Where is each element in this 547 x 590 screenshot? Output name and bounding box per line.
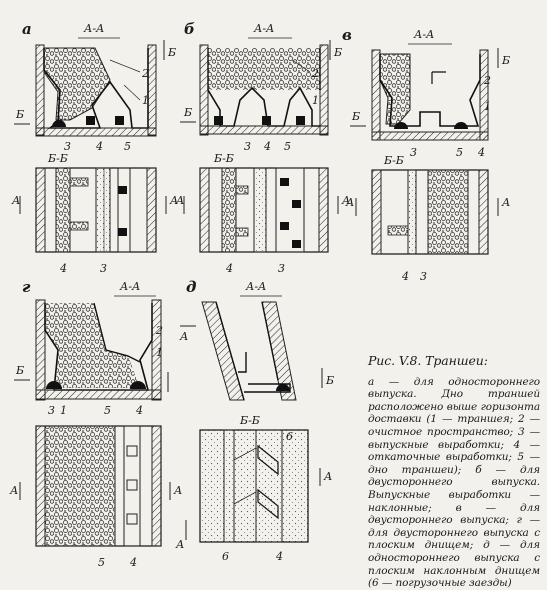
cut-mark-side: Б: [15, 108, 24, 121]
panel-letter-d: д: [186, 278, 196, 296]
section-label-a-top: А-А: [83, 22, 104, 35]
callout: 3: [48, 404, 55, 417]
callout: 4: [135, 404, 143, 417]
callout: 2: [141, 67, 149, 80]
callout: 3: [100, 262, 107, 275]
section-label-v-top: А-А: [413, 28, 434, 41]
panel-v: в А-А 2 1 3 5 4 Б Б Б-Б А А 4 3: [342, 26, 510, 283]
callout: 3: [410, 146, 417, 159]
callout: 2: [311, 67, 319, 80]
callout: 5: [98, 556, 105, 569]
cut-mark-side: Б: [351, 110, 360, 123]
section-label-g-top: А-А: [119, 280, 140, 293]
broken-ore: [379, 53, 411, 125]
section-label-v-bottom: Б-Б: [383, 154, 404, 167]
callout: 4: [477, 146, 485, 159]
callout: 4: [95, 140, 103, 153]
callout: 2: [483, 74, 491, 87]
trench-figure: а А-А 2 1 3 4 5 Б Б Б-Б: [9, 20, 510, 569]
cut-mark-top: Б: [501, 54, 510, 67]
section-label-a-bottom: Б-Б: [47, 152, 68, 165]
section-label-d-bottom: Б-Б: [239, 414, 260, 427]
callout: 1: [60, 404, 67, 417]
panel-letter-g: г: [22, 278, 31, 296]
panel-letter-v: в: [342, 26, 352, 44]
rock-wall-right: [147, 44, 157, 136]
trench-outline: [379, 54, 481, 127]
callout: 5: [124, 140, 131, 153]
callout: 5: [104, 404, 111, 417]
cut-mark-top: Б: [167, 46, 176, 59]
callout: 5: [284, 140, 291, 153]
cut-mark-bottom-right: А: [173, 484, 182, 497]
callout: 6: [286, 430, 293, 443]
cut-mark-top: А: [179, 330, 188, 343]
cut-mark-bottom-left: А: [11, 194, 20, 207]
caption-heading: Рис. V.8. Траншеи:: [368, 353, 488, 368]
callout: 4: [225, 262, 233, 275]
drawpoint: [52, 120, 66, 127]
panel-letter-b: б: [184, 20, 195, 38]
callout: 1: [142, 94, 149, 107]
section-label-d-top: А-А: [245, 280, 266, 293]
broken-ore: [45, 303, 140, 388]
cut-mark-bottom-left: А: [345, 196, 354, 209]
callout: 3: [64, 140, 71, 153]
callout: 4: [401, 270, 409, 283]
callout: 4: [129, 556, 137, 569]
panel-g: г А-А 2 1 3 1 5 4 Б А А 5 4: [9, 278, 182, 569]
cut-mark-bottom-right: А: [169, 194, 178, 207]
callout: 5: [456, 146, 463, 159]
rock-wall-left: [35, 44, 45, 136]
section-label-b-bottom: Б-Б: [213, 152, 234, 165]
callout: 1: [484, 100, 491, 113]
panel-a: а А-А 2 1 3 4 5 Б Б Б-Б: [11, 20, 178, 275]
callout: 3: [420, 270, 427, 283]
trench-outline: [238, 352, 291, 393]
haulage-drift: [86, 116, 95, 125]
cut-mark-side: Б: [183, 106, 192, 119]
callout: 1: [156, 346, 163, 359]
broken-ore: [43, 47, 111, 121]
callout: 4: [59, 262, 67, 275]
trench-floor: [35, 127, 157, 137]
callout: 4: [275, 550, 283, 563]
callout: 6: [222, 550, 229, 563]
callout: 4: [263, 140, 271, 153]
callout: 2: [155, 324, 163, 337]
figure-caption: Рис. V.8. Траншеи: а — для одностороннег…: [368, 353, 540, 590]
panel-b: б А-А 2 1 3 4 5 Б Б Б-Б А: [175, 20, 350, 275]
cut-mark-top: Б: [333, 46, 342, 59]
callout: 1: [312, 94, 319, 107]
cut-mark-bottom-left: А: [9, 484, 18, 497]
trench-plan: [55, 167, 71, 253]
caption-body: а — для одностороннего выпуска. Дно тран…: [368, 375, 540, 590]
panel-d: д А-А А Б Б-Б А А 6 6 4: [175, 278, 334, 563]
callout: 3: [244, 140, 251, 153]
cut-mark-bottom-right: А: [341, 194, 350, 207]
section-label-b-top: А-А: [253, 22, 274, 35]
trench-plan: [427, 169, 469, 255]
panel-letter-a: а: [22, 20, 32, 38]
haulage-drift: [115, 116, 124, 125]
cut-mark-side: Б: [15, 364, 24, 377]
cut-mark-bottom-left: А: [175, 194, 184, 207]
cut-mark-bottom-right: А: [323, 470, 332, 483]
callout: 3: [278, 262, 285, 275]
trench-plan: [44, 425, 116, 547]
cut-mark-bottom-left: А: [175, 538, 184, 551]
cut-mark-side: Б: [325, 374, 334, 387]
cut-mark-bottom-right: А: [501, 196, 510, 209]
broken-ore: [208, 48, 320, 90]
